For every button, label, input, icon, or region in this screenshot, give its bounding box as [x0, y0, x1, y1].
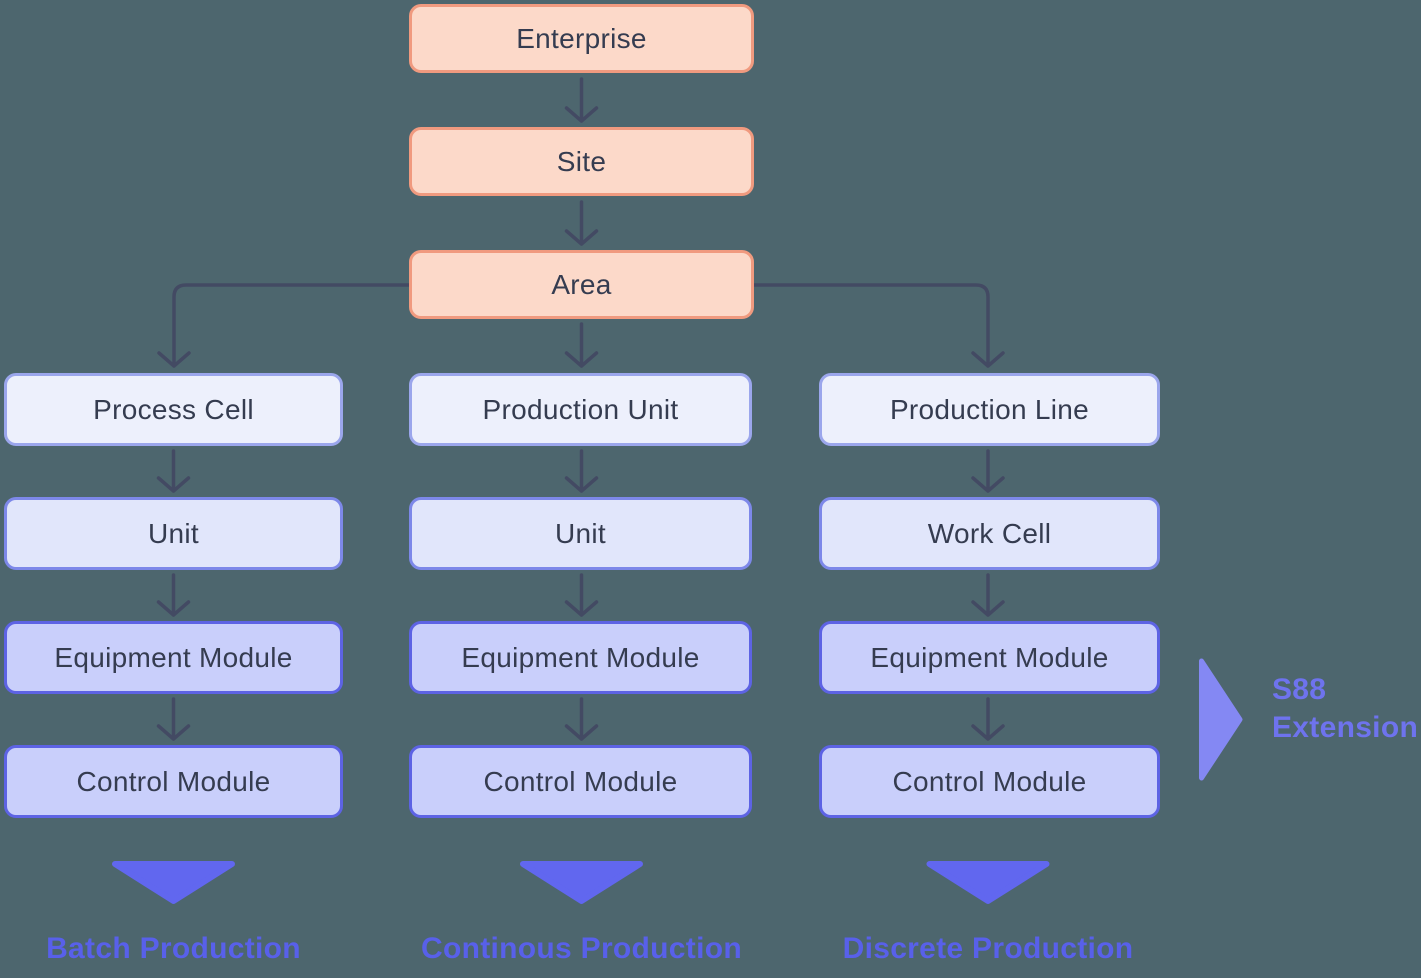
- triangle-down-icon: [112, 861, 235, 904]
- s88-extension-line1: S88: [1272, 673, 1327, 706]
- elbow-arrow-right-icon: [752, 283, 1005, 368]
- node-equipment-module-continuous: Equipment Module: [409, 621, 752, 694]
- node-enterprise: Enterprise: [409, 4, 754, 73]
- node-area: Area: [409, 250, 754, 319]
- node-control-module-batch: Control Module: [4, 745, 343, 818]
- node-production-line: Production Line: [819, 373, 1160, 446]
- node-unit-continuous: Unit: [409, 497, 752, 570]
- arrow-down-icon: [156, 697, 191, 741]
- arrow-down-icon: [564, 449, 599, 493]
- node-unit-batch: Unit: [4, 497, 343, 570]
- arrow-down-icon: [156, 573, 191, 617]
- arrow-down-icon: [971, 573, 1005, 617]
- arrow-down-icon: [564, 697, 599, 741]
- result-label-discrete: Discrete Production: [842, 932, 1134, 965]
- node-site: Site: [409, 127, 754, 196]
- arrow-down-icon: [971, 697, 1005, 741]
- s88-extension-line2: Extension: [1272, 711, 1419, 744]
- node-control-module-discrete: Control Module: [819, 745, 1160, 818]
- arrow-down-icon: [564, 322, 599, 368]
- node-work-cell: Work Cell: [819, 497, 1160, 570]
- result-label-batch: Batch Production: [46, 932, 301, 965]
- node-equipment-module-discrete: Equipment Module: [819, 621, 1160, 694]
- arrow-down-icon: [156, 449, 191, 493]
- node-equipment-module-batch: Equipment Module: [4, 621, 343, 694]
- arrow-down-icon: [564, 573, 599, 617]
- node-control-module-continuous: Control Module: [409, 745, 752, 818]
- node-process-cell: Process Cell: [4, 373, 343, 446]
- arrow-down-icon: [564, 200, 599, 246]
- elbow-arrow-left-icon: [157, 283, 411, 368]
- s88-extension-label: S88 Extension: [1272, 671, 1418, 747]
- result-label-continuous: Continous Production: [421, 932, 742, 965]
- triangle-down-icon: [520, 861, 643, 904]
- node-production-unit: Production Unit: [409, 373, 752, 446]
- triangle-right-icon: [1199, 658, 1243, 781]
- arrow-down-icon: [971, 449, 1005, 493]
- arrow-down-icon: [564, 77, 599, 123]
- triangle-down-icon: [926, 861, 1050, 904]
